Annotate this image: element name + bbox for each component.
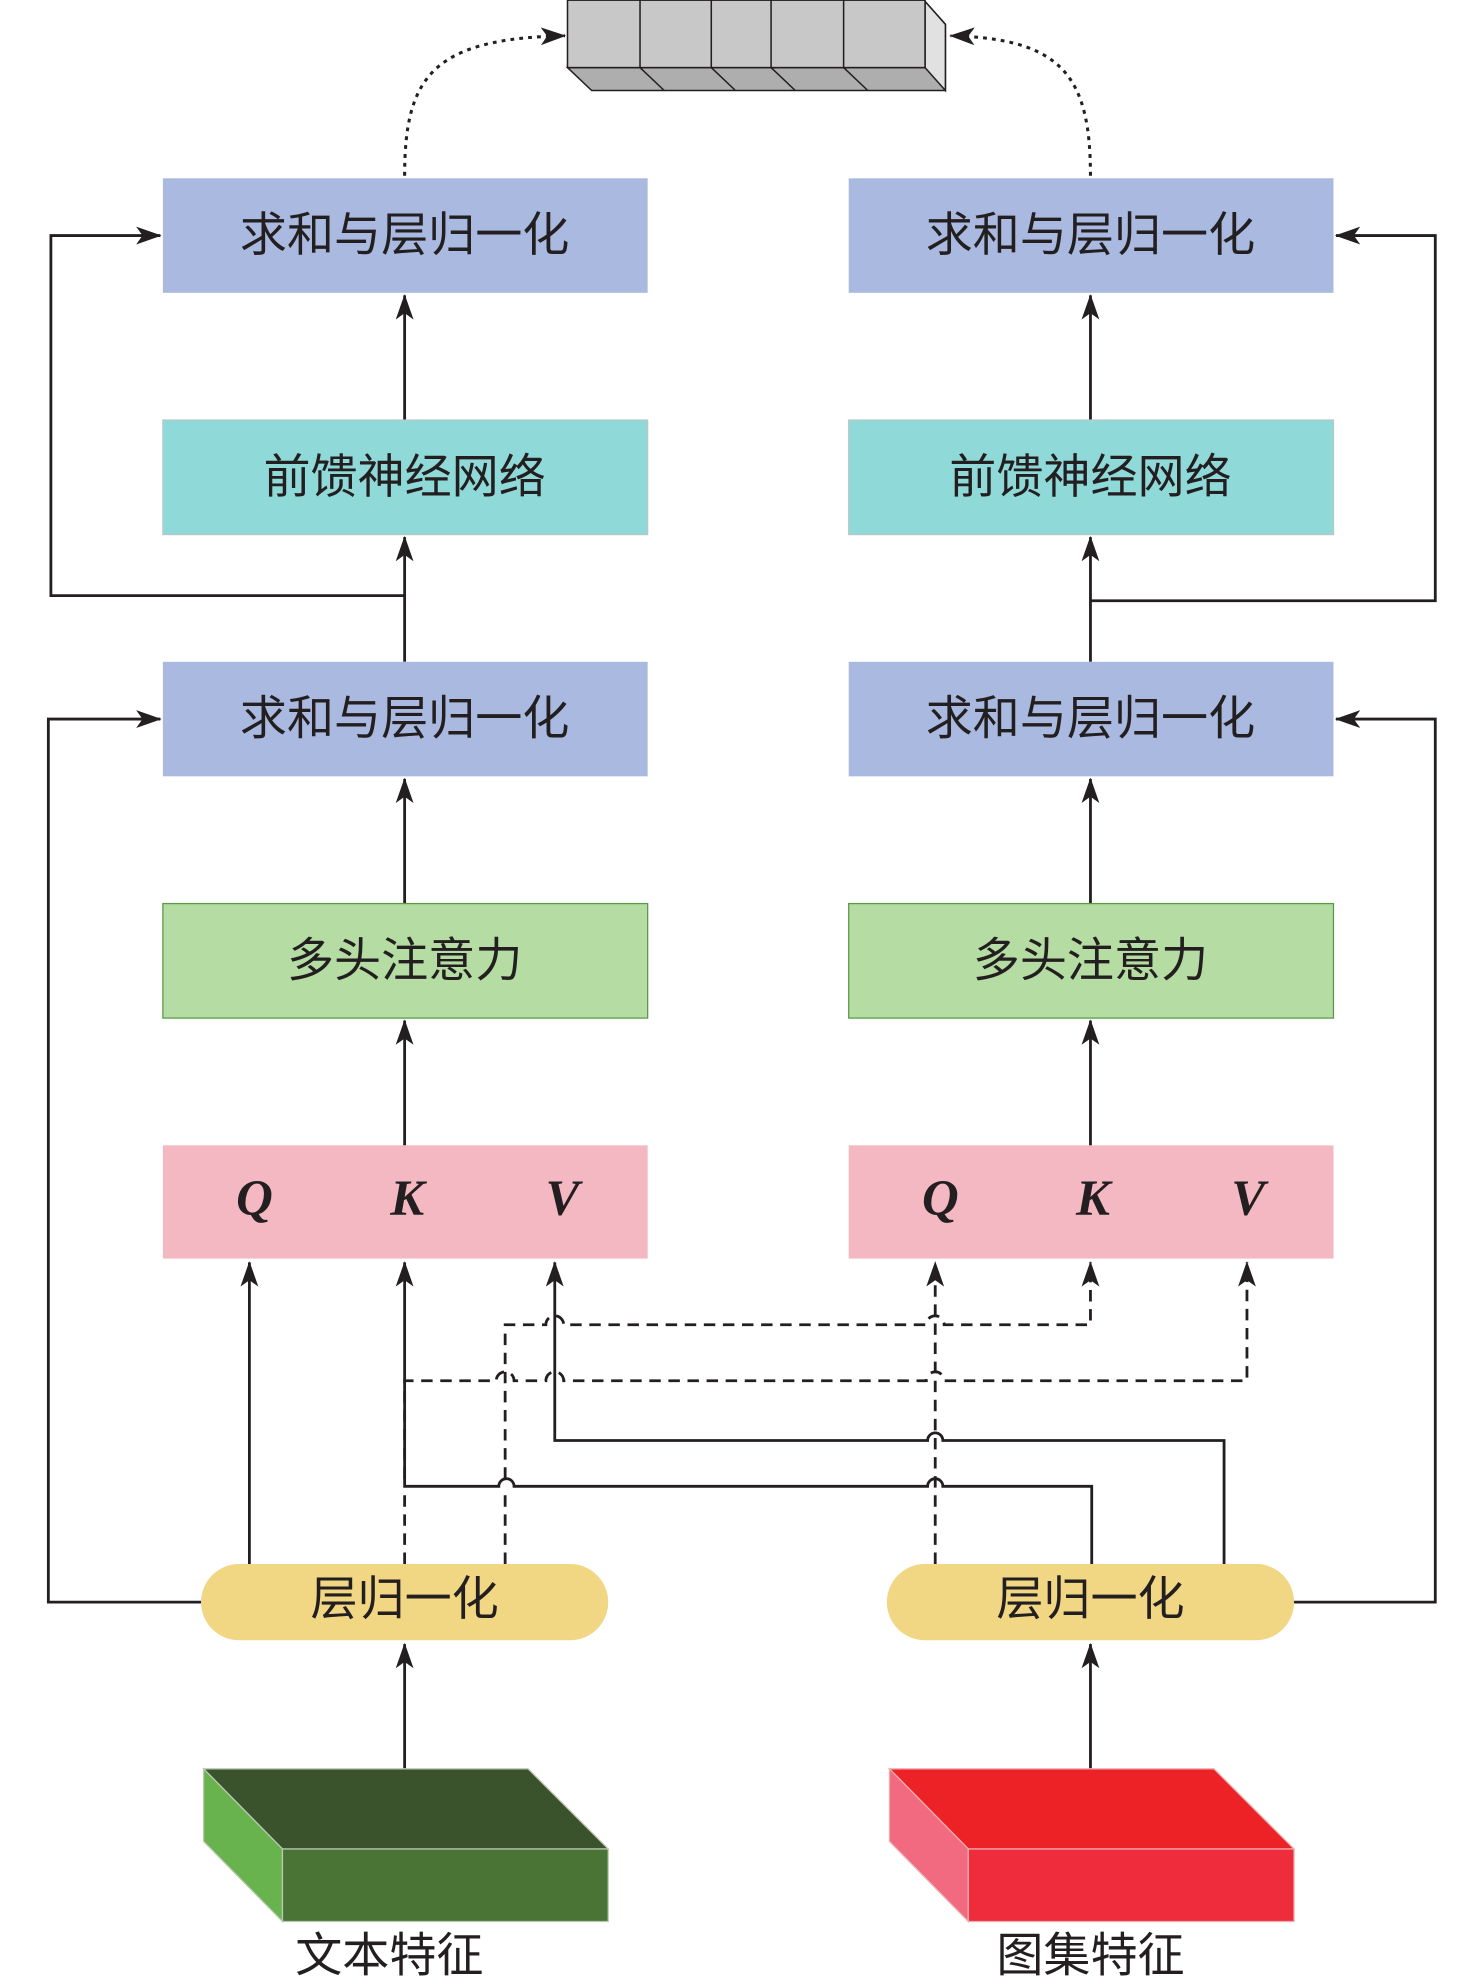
left-qkv: Q K V — [162, 1145, 648, 1259]
label: 求和与层归一化 — [240, 692, 569, 747]
label: 多头注意力 — [973, 933, 1208, 988]
output-arrow-right — [949, 27, 1092, 176]
left-sum-norm-bottom: 求和与层归一化 — [162, 661, 648, 777]
k-label: K — [389, 1171, 427, 1227]
label: 求和与层归一化 — [926, 208, 1255, 263]
output-arrow-left — [403, 27, 567, 176]
text-feature-block — [202, 1767, 610, 1924]
output-vector — [565, 0, 947, 93]
q-label: Q — [236, 1171, 273, 1227]
label: 求和与层归一化 — [240, 208, 569, 263]
right-qkv: Q K V — [848, 1145, 1334, 1259]
label: 层归一化 — [311, 1572, 499, 1627]
right-sum-norm-top: 求和与层归一化 — [848, 178, 1334, 293]
left-multi-head-attention: 多头注意力 — [162, 902, 649, 1019]
label: 多头注意力 — [287, 933, 522, 988]
label: 前馈神经网络 — [263, 450, 545, 505]
left-sum-norm-top: 求和与层归一化 — [162, 178, 648, 293]
image-feature-label: 图集特征 — [996, 1928, 1184, 1983]
label: 层归一化 — [996, 1572, 1184, 1627]
left-ffn: 前馈神经网络 — [162, 419, 649, 536]
k-label: K — [1075, 1171, 1113, 1227]
v-label: V — [545, 1171, 583, 1227]
text-feature-label: 文本特征 — [295, 1928, 483, 1983]
label: 前馈神经网络 — [949, 450, 1231, 505]
label: 求和与层归一化 — [926, 692, 1255, 747]
right-ffn: 前馈神经网络 — [848, 419, 1335, 536]
connectors — [46, 226, 1437, 1769]
right-multi-head-attention: 多头注意力 — [848, 902, 1335, 1019]
right-layer-norm: 层归一化 — [886, 1563, 1295, 1641]
q-label: Q — [922, 1171, 959, 1227]
image-feature-block — [887, 1767, 1296, 1924]
v-label: V — [1231, 1171, 1269, 1227]
right-sum-norm-bottom: 求和与层归一化 — [848, 661, 1334, 777]
left-layer-norm: 层归一化 — [201, 1563, 609, 1641]
